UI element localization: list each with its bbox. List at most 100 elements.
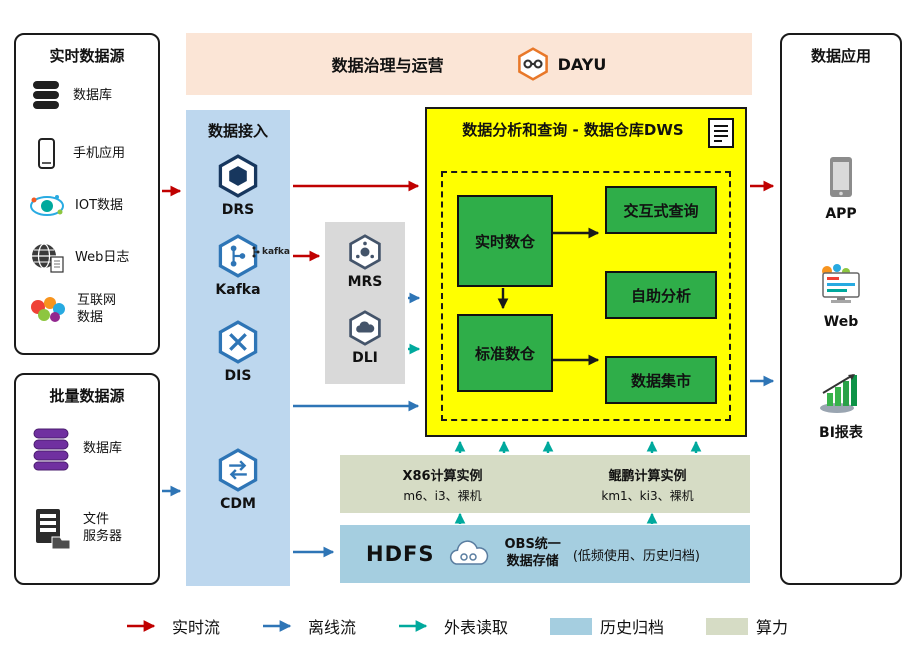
service-drs: DRS: [186, 154, 290, 218]
legend-realtime-arrow-icon: [126, 620, 156, 632]
kafka-logo-mini: kafka: [251, 246, 290, 258]
service-label: MRS: [347, 274, 383, 290]
kafka-logo-text: kafka: [261, 247, 290, 257]
service-kafka: kafka Kafka: [186, 234, 290, 298]
phone-icon: [38, 138, 55, 169]
globe-icon: [32, 243, 64, 273]
kafka-logo-mini-icon: [252, 246, 260, 258]
dws-cell-realtime-warehouse: 实时数仓: [457, 195, 553, 287]
governance-title: 数据治理与运营: [331, 56, 444, 75]
service-label: CDM: [220, 496, 256, 512]
app-item-app: APP: [782, 155, 900, 222]
database-icon: [33, 81, 59, 109]
source-item-internet-data: 互联网 数据: [28, 293, 154, 327]
compute-kunpeng-detail: km1、ki3、裸机: [601, 488, 694, 503]
app-item-label: BI报表: [819, 425, 863, 441]
source-item-label: 互联网 数据: [77, 293, 117, 325]
legend-label: 实时流: [171, 618, 220, 637]
dws-cell-label: 数据集市: [630, 371, 691, 390]
service-dis: DIS: [186, 320, 290, 384]
obs-label: OBS统一 数据存储: [504, 537, 561, 569]
service-label: DLI: [352, 350, 378, 366]
obs-cloud-icon: [450, 540, 489, 565]
legend: 实时流 离线流 外表读取 历史归档 算力: [0, 614, 914, 638]
legend-item-realtime: 实时流: [126, 614, 220, 638]
dli-icon: [349, 310, 381, 346]
legend-label: 算力: [756, 618, 789, 637]
engine-panel: MRS DLI: [325, 222, 405, 384]
source-item-label: 数据库: [83, 440, 123, 456]
bi-report-icon: [820, 374, 857, 413]
dws-inner-frame: [441, 171, 731, 421]
dws-doc-icon: [708, 118, 734, 148]
source-item-database: 数据库: [28, 79, 154, 113]
ingestion-title: 数据接入: [207, 122, 268, 140]
legend-item-external-read: 外表读取: [398, 614, 508, 638]
source-item-label: 手机应用: [73, 145, 126, 161]
app-item-label: Web: [823, 314, 859, 330]
dis-icon: [218, 320, 258, 364]
legend-label: 外表读取: [443, 618, 508, 637]
hdfs-label: HDFS: [366, 542, 435, 566]
dws-cell-label: 交互式查询: [623, 201, 699, 220]
app-phone-icon: [830, 157, 852, 197]
mrs-icon: [349, 234, 381, 270]
legend-external-read-arrow-icon: [398, 620, 428, 632]
dayu-logo: DAYU: [516, 47, 607, 81]
dws-panel: 数据分析和查询 - 数据仓库DWS 实时数仓 标准数仓 交互式查询 自助分析 数…: [425, 107, 747, 437]
dws-title: 数据分析和查询 - 数据仓库DWS: [462, 121, 684, 139]
source-item-label: 数据库: [73, 87, 113, 103]
source-item-label: 文件 服务器: [83, 512, 123, 544]
service-label: DIS: [224, 368, 252, 384]
service-label: DRS: [221, 202, 255, 218]
compute-x86-title: X86计算实例: [402, 468, 483, 484]
source-item-label: Web日志: [75, 249, 130, 265]
compute-x86-detail: m6、i3、裸机: [403, 488, 482, 503]
applications-panel: 数据应用 APP Web: [780, 33, 902, 585]
legend-archive-swatch: [550, 617, 592, 635]
file-server-icon: [36, 509, 71, 550]
dws-cell-self-service-analysis: 自助分析: [605, 271, 717, 319]
service-dli: DLI: [325, 310, 405, 366]
dayu-icon: [517, 47, 548, 81]
source-item-label: IOT数据: [75, 197, 124, 213]
legend-label: 历史归档: [600, 618, 665, 637]
app-item-web: Web: [782, 263, 900, 330]
web-monitor-icon: [822, 264, 860, 303]
service-cdm: CDM: [186, 448, 290, 512]
legend-item-archive: 历史归档: [550, 614, 664, 638]
legend-compute-swatch: [706, 617, 749, 635]
cdm-icon: [218, 448, 258, 492]
source-item-database-batch: 数据库: [28, 427, 154, 471]
storage-note: (低频使用、历史归档): [572, 548, 700, 564]
compute-kunpeng: 鲲鹏计算实例 km1、ki3、裸机: [545, 455, 750, 513]
applications-title: 数据应用: [810, 47, 871, 65]
source-item-file-server: 文件 服务器: [28, 507, 154, 551]
service-mrs: MRS: [325, 234, 405, 290]
dws-cell-label: 实时数仓: [474, 232, 535, 251]
source-item-web-log: Web日志: [28, 241, 154, 275]
compute-instances-panel: X86计算实例 m6、i3、裸机 鲲鹏计算实例 km1、ki3、裸机: [340, 455, 750, 513]
batch-sources-panel: 批量数据源 数据库 文件 服务器: [14, 373, 160, 585]
drs-icon: [218, 154, 258, 198]
compute-x86: X86计算实例 m6、i3、裸机: [340, 455, 545, 513]
storage-panel: HDFS OBS统一 数据存储 (低频使用、历史归档): [340, 525, 750, 583]
database-purple-icon: [33, 428, 69, 471]
dws-cell-interactive-query: 交互式查询: [605, 186, 717, 234]
ingestion-panel: 数据接入 DRS kafka: [186, 110, 290, 586]
dayu-label: DAYU: [557, 54, 607, 74]
dws-cell-standard-warehouse: 标准数仓: [457, 314, 553, 392]
kafka-icon: [218, 234, 258, 278]
service-label: Kafka: [215, 282, 261, 298]
internet-data-icon: [31, 296, 65, 322]
source-item-iot: IOT数据: [28, 191, 154, 221]
dws-cell-data-mart: 数据集市: [605, 356, 717, 404]
app-item-bi-report: BI报表: [782, 371, 900, 442]
compute-kunpeng-title: 鲲鹏计算实例: [608, 468, 687, 484]
app-item-label: APP: [825, 206, 857, 222]
iot-icon: [30, 195, 64, 216]
dws-cell-label: 自助分析: [630, 286, 691, 305]
governance-bar: 数据治理与运营 DAYU: [186, 33, 752, 95]
batch-sources-title: 批量数据源: [49, 387, 125, 405]
